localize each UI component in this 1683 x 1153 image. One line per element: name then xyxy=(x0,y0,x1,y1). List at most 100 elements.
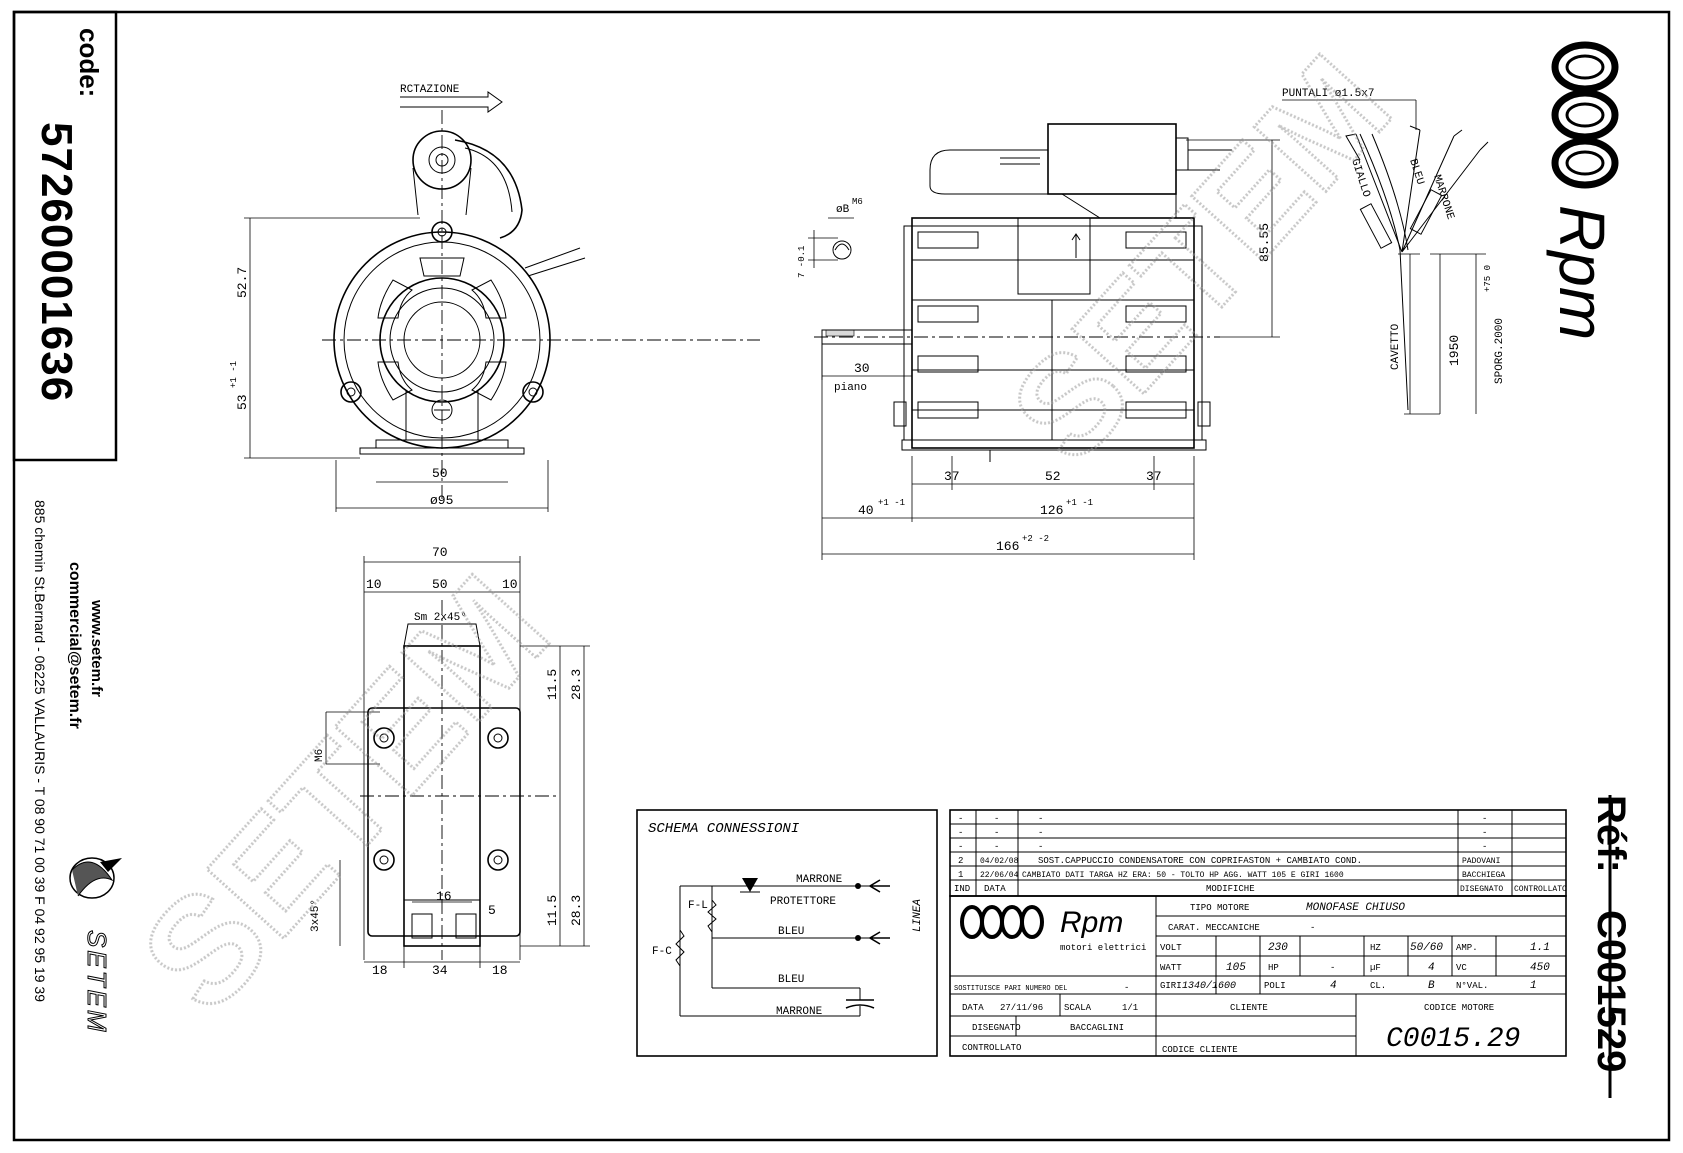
schema-marrone-bottom: MARRONE xyxy=(776,1006,823,1018)
volt-value: 230 xyxy=(1268,942,1288,954)
giri-label: GIRI xyxy=(1160,981,1182,991)
key-label: 7 -0.1 xyxy=(797,246,807,278)
dim-166-tol: +2 -2 xyxy=(1022,534,1049,544)
dim-126: 126 xyxy=(1040,503,1063,518)
code-value: 57260001636 xyxy=(32,122,81,402)
schema-protettore: PROTETTORE xyxy=(770,896,836,908)
scala-label: SCALA xyxy=(1064,1003,1092,1013)
codice-motore-value: C0015.29 xyxy=(1386,1024,1520,1055)
dim-18a: 18 xyxy=(372,963,388,978)
lead-bleu: BLEU xyxy=(1406,158,1426,187)
rev-header-ctrl: CONTROLLATO xyxy=(1514,885,1567,894)
cliente-label: CLIENTE xyxy=(1230,1003,1268,1013)
tipo-label: TIPO MOTORE xyxy=(1190,903,1249,913)
dim-52-7: 52.7 xyxy=(235,267,250,298)
tipo-value: MONOFASE CHIUSO xyxy=(1306,902,1405,914)
hp-label: HP xyxy=(1268,963,1279,973)
rev-row-4-ind: 2 xyxy=(958,856,963,866)
rev-row-1-data: - xyxy=(994,814,999,824)
email: commercial@setem.fr xyxy=(66,562,83,729)
rev-row-2-data: - xyxy=(994,828,999,838)
titleblock-brand-sub: motori elettrici xyxy=(1060,943,1146,953)
rev-row-3-dis: - xyxy=(1482,842,1487,852)
dim-11-5b: 11.5 xyxy=(545,895,560,926)
dim-dia-95: ø95 xyxy=(430,493,453,508)
dim-53: 53 xyxy=(235,394,250,410)
connection-schema: SCHEMA CONNESSIONI MARRONE PROTETTORE F-… xyxy=(636,809,938,1057)
codice-motore-label: CODICE MOTORE xyxy=(1424,1003,1494,1013)
setem-logo-icon xyxy=(69,857,122,899)
rev-row-5-dis: BACCHIEGA xyxy=(1462,871,1505,880)
vc-label: VC xyxy=(1456,963,1467,973)
dim-37b: 37 xyxy=(1146,469,1162,484)
svg-text:SETEM: SETEM xyxy=(109,545,580,1041)
rev-row-1-dis: - xyxy=(1482,814,1487,824)
watt-label: WATT xyxy=(1160,963,1182,973)
dim-1950: 1950 xyxy=(1447,335,1462,366)
data-value: 27/11/96 xyxy=(1000,1003,1043,1013)
disegnato-label: DISEGNATO xyxy=(972,1023,1021,1033)
dim-base-50: 50 xyxy=(432,466,448,481)
rev-header-dis: DISEGNATO xyxy=(1460,885,1503,894)
rev-row-5-ind: 1 xyxy=(958,870,963,880)
rev-row-1-ind: - xyxy=(958,814,963,824)
rev-row-3-ind: - xyxy=(958,842,963,852)
volt-label: VOLT xyxy=(1160,943,1182,953)
rev-row-2-dis: - xyxy=(1482,828,1487,838)
rev-row-4-mod: SOST.CAPPUCCIO CONDENSATORE CON COPRIFAS… xyxy=(1038,856,1362,866)
piano-label: piano xyxy=(834,382,867,394)
dim-16: 16 xyxy=(436,889,452,904)
titleblock-coil-logo-icon xyxy=(960,905,1044,939)
dim-52: 52 xyxy=(1045,469,1061,484)
dim-30: 30 xyxy=(854,361,870,376)
dim-70: 70 xyxy=(432,545,448,560)
left-strip: code: 57260001636 www.setem.fr commercia… xyxy=(12,10,122,1035)
disegnato-value: BACCAGLINI xyxy=(1070,1023,1124,1033)
code-label: code: xyxy=(74,28,104,97)
schema-title: SCHEMA CONNESSIONI xyxy=(648,821,800,837)
rev-row-4-data: 04/02/08 xyxy=(980,857,1019,866)
scala-value: 1/1 xyxy=(1122,1003,1138,1013)
lead-marrone: MARRONE xyxy=(1430,174,1456,222)
thread-sup: M6 xyxy=(852,197,863,207)
revision-table: - - - - - - - - - - - - 2 04/02/08 SOST.… xyxy=(949,809,1567,897)
hz-value: 50/60 xyxy=(1410,942,1443,954)
dim-126-tol: +1 -1 xyxy=(1066,498,1093,508)
sostituisce-value: - xyxy=(1124,983,1129,993)
poli-value: 4 xyxy=(1330,980,1337,992)
rev-row-5-data: 22/06/04 xyxy=(980,871,1019,880)
poli-label: POLI xyxy=(1264,981,1286,991)
title-block: Rpm motori elettrici TIPO MOTORE MONOFAS… xyxy=(949,895,1567,1057)
cl-label: CL. xyxy=(1370,981,1386,991)
address: 885 chemin St.Bernard - 06225 VALLAURIS … xyxy=(32,500,48,1002)
hz-label: HZ xyxy=(1370,943,1381,953)
rev-row-3-mod: - xyxy=(1038,842,1043,852)
dim-166: 166 xyxy=(996,539,1019,554)
nval-label: N°VAL. xyxy=(1456,981,1488,991)
cavetto-label: CAVETTO xyxy=(1390,323,1402,370)
amp-value: 1.1 xyxy=(1530,942,1550,954)
rev-row-2-mod: - xyxy=(1038,828,1043,838)
angle-label: 3x45° xyxy=(310,899,322,932)
carat-value: - xyxy=(1310,923,1315,933)
giri-value: 1340/1600 xyxy=(1182,980,1236,992)
schema-fl: F-L xyxy=(688,900,708,912)
dim-34: 34 xyxy=(432,963,448,978)
right-strip: Rpm Réf: C001529 xyxy=(1546,41,1633,1098)
dim-11-5a: 11.5 xyxy=(545,669,560,700)
rotation-label: RCTAZIONE xyxy=(400,84,460,96)
dim-18b: 18 xyxy=(492,963,508,978)
company-name: SETEM xyxy=(82,930,112,1035)
website: www.setem.fr xyxy=(88,599,105,697)
dim-10b: 10 xyxy=(502,577,518,592)
titleblock-brand: Rpm xyxy=(1060,906,1123,939)
rotation-arrow-icon xyxy=(400,91,503,113)
rpm-brand: Rpm xyxy=(1546,205,1618,340)
m6-label: M6 xyxy=(314,749,326,762)
dim-10a: 10 xyxy=(366,577,382,592)
sostituisce-label: SOSTITUISCE PARI NUMERO DEL xyxy=(954,985,1067,993)
rev-header-data: DATA xyxy=(984,884,1006,894)
chamfer-label: Sm 2x45° xyxy=(414,612,467,624)
dim-28-3b: 28.3 xyxy=(569,895,584,926)
